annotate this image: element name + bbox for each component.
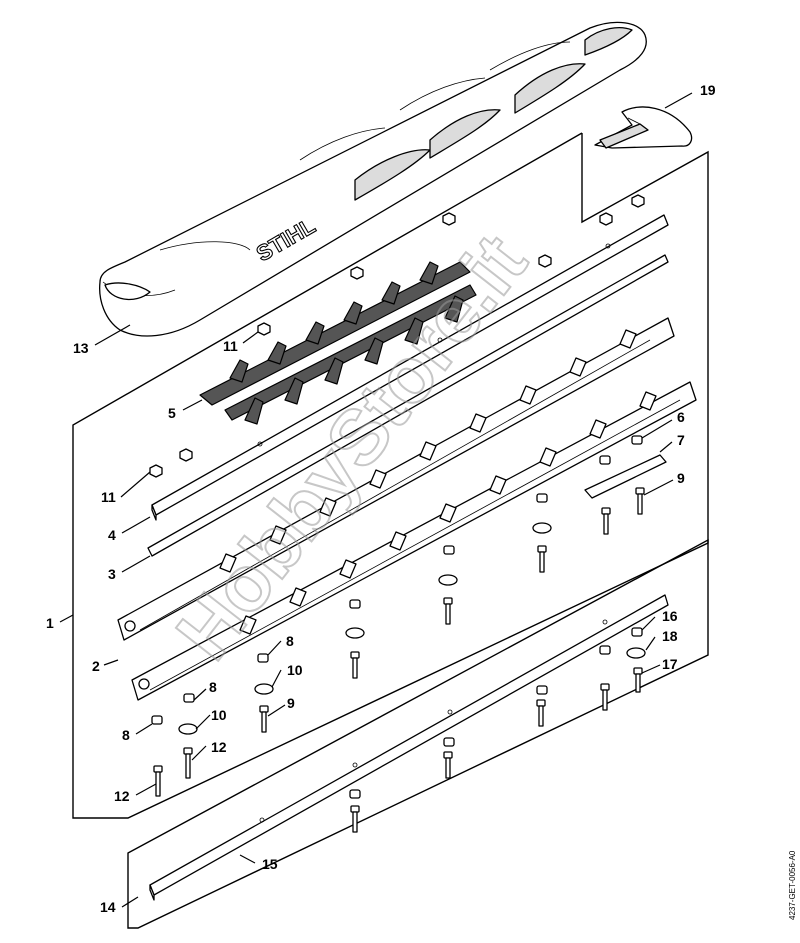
callout-14: 14 — [100, 899, 116, 915]
callout-16: 16 — [662, 608, 678, 624]
shim-plate[interactable] — [147, 254, 669, 557]
callout-15: 15 — [262, 856, 278, 872]
blade-scabbard[interactable]: STIHL — [99, 21, 647, 337]
callout-2: 2 — [92, 658, 100, 674]
callout-17: 17 — [662, 656, 678, 672]
callout-10-mid: 10 — [287, 662, 303, 678]
callout-11-left: 11 — [101, 489, 116, 505]
callout-8-mid: 8 — [286, 633, 294, 649]
callout-9-right: 9 — [677, 470, 685, 486]
assembly-frame-14 — [127, 538, 709, 929]
callout-19: 19 — [700, 82, 716, 98]
callout-11-top: 11 — [223, 338, 238, 354]
callout-12-bottom: 12 — [114, 788, 130, 804]
callout-8-left: 8 — [209, 679, 217, 695]
drawing-id: 4237-GET-0056-A0 — [788, 850, 797, 920]
callout-labels: 13 19 11 5 11 4 3 1 2 6 7 9 8 10 9 8 10 … — [46, 82, 716, 915]
leader-lines — [59, 92, 693, 908]
cutting-blade-upper[interactable] — [117, 317, 675, 641]
assembly-frame-1 — [72, 132, 709, 819]
upper-guide-rail[interactable] — [151, 214, 669, 521]
blade-end-guard[interactable] — [594, 106, 693, 149]
spacer-sleeves[interactable] — [151, 435, 643, 799]
callout-7: 7 — [677, 432, 685, 448]
cutting-blade-lower[interactable] — [131, 381, 697, 701]
callout-10-left: 10 — [211, 707, 227, 723]
callout-5: 5 — [168, 405, 176, 421]
callout-4: 4 — [108, 527, 116, 543]
callout-3: 3 — [108, 566, 116, 582]
callout-6: 6 — [677, 409, 685, 425]
callout-12-left: 12 — [211, 739, 227, 755]
callout-18: 18 — [662, 628, 678, 644]
callout-1: 1 — [46, 615, 54, 631]
callout-8-far-left: 8 — [122, 727, 130, 743]
clamp-plate[interactable] — [584, 454, 667, 499]
lower-guide-rail[interactable] — [149, 594, 669, 901]
drive-bar[interactable] — [199, 261, 477, 425]
hex-nuts[interactable] — [149, 194, 645, 478]
callout-13: 13 — [73, 340, 89, 356]
washers[interactable] — [178, 522, 646, 735]
screws[interactable] — [153, 487, 645, 833]
callout-9-mid: 9 — [287, 695, 295, 711]
